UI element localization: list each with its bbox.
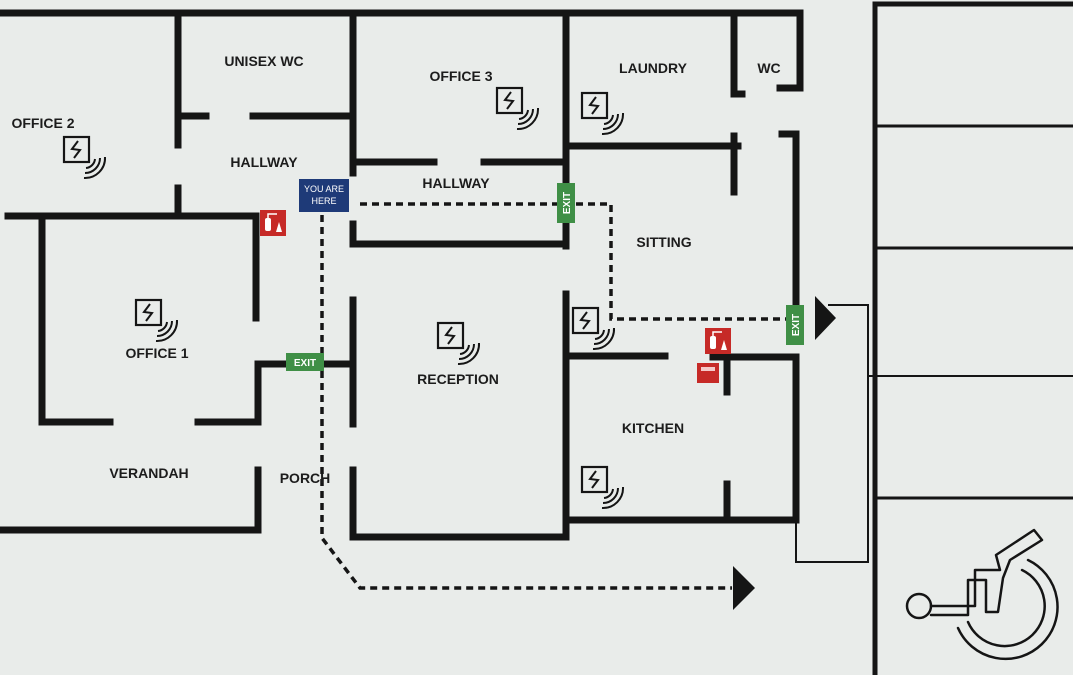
route-to-side-exit [360, 202, 790, 321]
evacuation-arrow-icon [733, 566, 755, 610]
route-to-front-exit [320, 215, 732, 590]
fire-extinguisher-icon [260, 210, 286, 236]
room-labels: OFFICE 2 UNISEX WC OFFICE 3 LAUNDRY WC H… [11, 53, 780, 486]
wireless-sensor-icon [571, 306, 616, 351]
room-label-hallway-center: HALLWAY [422, 175, 490, 191]
fire-blanket-icon [697, 363, 719, 383]
wireless-sensor-icon [62, 135, 107, 180]
room-label-hallway-left: HALLWAY [230, 154, 298, 170]
wireless-sensor-icon [495, 86, 540, 131]
room-label-verandah: VERANDAH [109, 465, 188, 481]
room-label-wc: WC [757, 60, 780, 76]
room-label-sitting: SITTING [636, 234, 691, 250]
exit-sign-porch: EXIT [286, 353, 324, 371]
you-are-here-line-2: HERE [311, 196, 336, 206]
accessible-parking-bays [872, 1, 1073, 675]
room-label-porch: PORCH [280, 470, 331, 486]
walls [0, 9, 804, 541]
wireless-sensor-icon [580, 465, 625, 510]
sensor-icons [62, 86, 625, 510]
wireless-sensor-icon [134, 298, 179, 343]
room-label-laundry: LAUNDRY [619, 60, 688, 76]
room-label-office-2: OFFICE 2 [11, 115, 74, 131]
exit-label: EXIT [791, 314, 802, 336]
ramp-outline [795, 304, 1073, 563]
room-label-unisex-wc: UNISEX WC [224, 53, 303, 69]
fire-extinguisher-icon [705, 328, 731, 354]
exit-label: EXIT [562, 192, 573, 214]
evacuation-arrow-icon [815, 296, 836, 340]
exit-sign-hallway: EXIT [557, 183, 575, 223]
you-are-here-marker: YOU ARE HERE [299, 179, 349, 212]
room-label-reception: RECEPTION [417, 371, 499, 387]
exit-label: EXIT [294, 358, 316, 369]
you-are-here-line-1: YOU ARE [304, 184, 344, 194]
exit-sign-sitting: EXIT [786, 305, 804, 345]
wheelchair-accessible-icon [905, 528, 1059, 661]
evacuation-routes [320, 202, 790, 590]
wireless-sensor-icon [436, 321, 481, 366]
room-label-kitchen: KITCHEN [622, 420, 684, 436]
room-label-office-1: OFFICE 1 [125, 345, 188, 361]
room-label-office-3: OFFICE 3 [429, 68, 492, 84]
wireless-sensor-icon [580, 91, 625, 136]
